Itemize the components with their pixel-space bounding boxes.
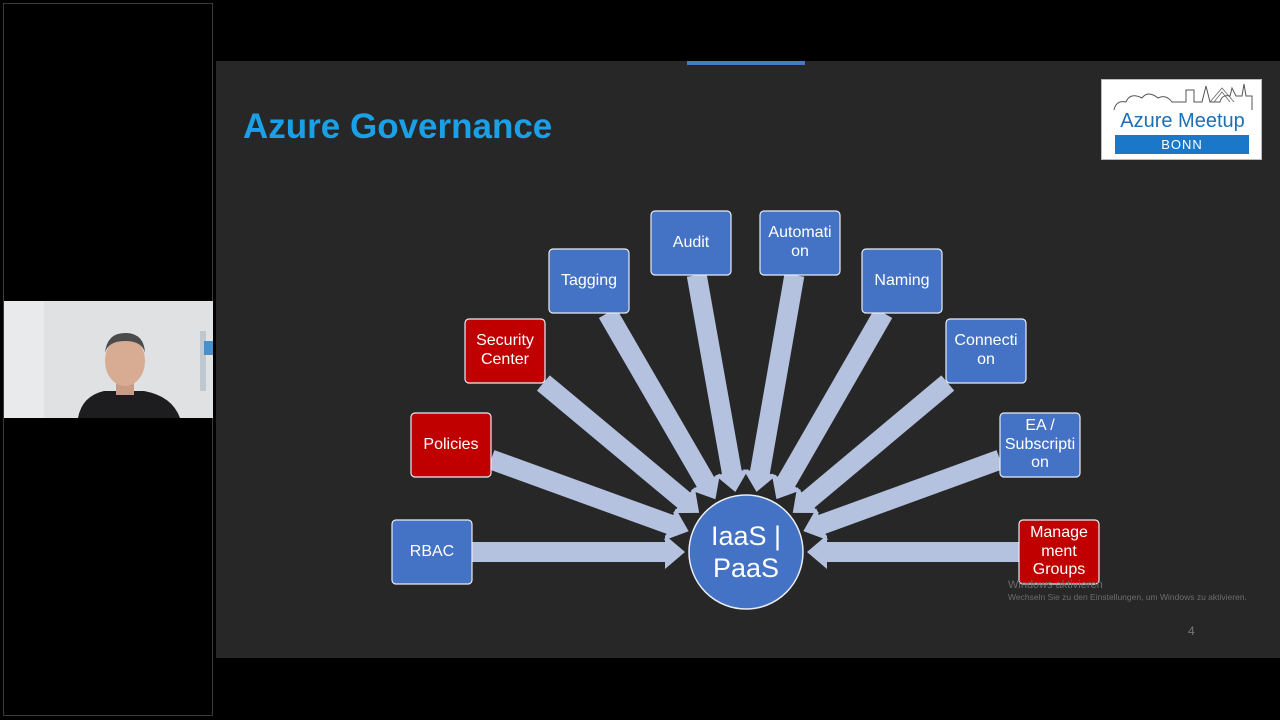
governance-diagram (391, 210, 1100, 610)
arrow-policies (487, 450, 689, 541)
box-naming (861, 248, 943, 314)
logo-title: Azure Meetup (1120, 110, 1245, 132)
arrow-naming (771, 308, 893, 500)
box-automation (759, 210, 841, 276)
slide-page-number: 4 (1188, 624, 1195, 638)
arrow-ea-subscription (803, 450, 1004, 541)
box-management-groups (1018, 519, 1100, 585)
skyline-icon (1113, 83, 1253, 111)
arrow-management-groups (807, 535, 1019, 569)
box-rbac (391, 519, 473, 585)
windows-activation-watermark: Windows aktivieren Wechseln Sie zu den E… (1008, 579, 1247, 602)
watermark-title: Windows aktivieren (1008, 579, 1103, 591)
box-security-center (464, 318, 546, 384)
box-connection (945, 318, 1027, 384)
azure-meetup-logo: Azure Meetup BONN (1101, 79, 1262, 160)
arrow-tagging (598, 307, 721, 500)
arrow-security-center (536, 375, 700, 514)
box-policies (410, 412, 492, 478)
arrow-connection (792, 375, 955, 514)
logo-city: BONN (1115, 135, 1249, 154)
slide-top-tab (687, 61, 805, 65)
participant-video[interactable] (4, 301, 213, 418)
hub-circle (688, 494, 804, 610)
arrow-rbac (472, 535, 685, 569)
box-tagging (548, 248, 630, 314)
arrow-automation (743, 273, 805, 492)
box-audit (650, 210, 732, 276)
arrow-audit (686, 273, 749, 492)
presenter-avatar (4, 301, 213, 418)
slide-title: Azure Governance (243, 107, 553, 146)
box-ea-subscription (999, 412, 1081, 478)
watermark-subtitle: Wechseln Sie zu den Einstellungen, um Wi… (1008, 592, 1247, 602)
